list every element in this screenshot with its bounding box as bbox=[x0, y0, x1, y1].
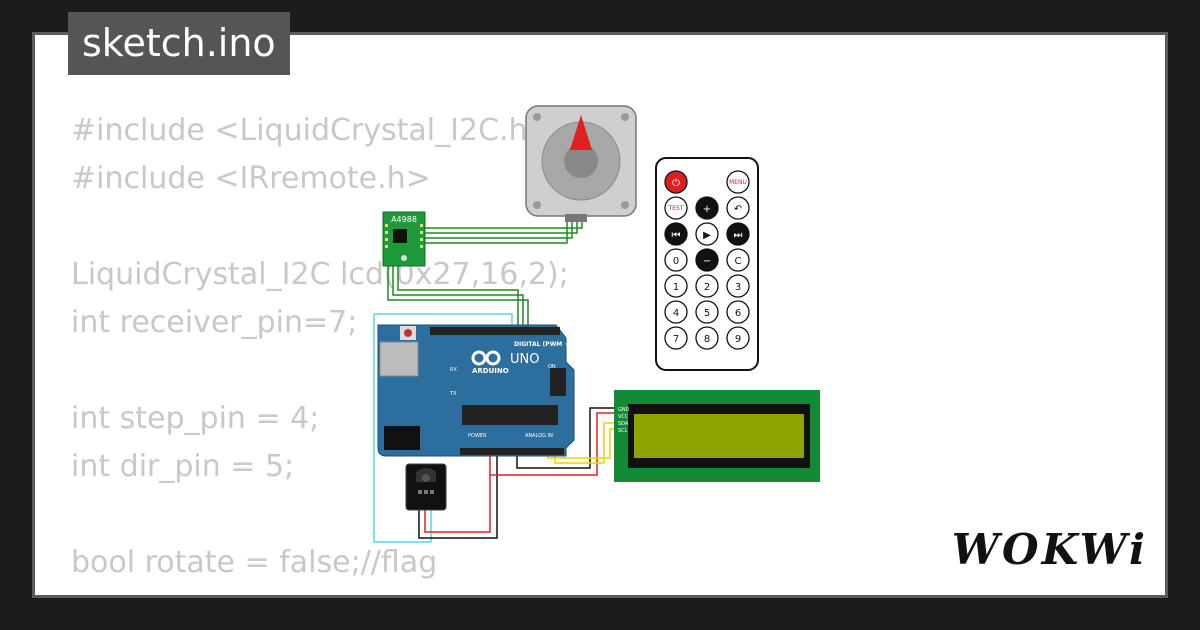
remote-button-test[interactable] bbox=[664, 196, 688, 220]
remote-button--[interactable] bbox=[695, 248, 719, 272]
remote-button-label: + bbox=[703, 204, 711, 215]
remote-button-label: TEST bbox=[668, 205, 684, 212]
remote-button-label: 6 bbox=[735, 308, 741, 319]
remote-button-0[interactable] bbox=[664, 248, 688, 272]
power-jack bbox=[384, 426, 420, 450]
remote-button-label: 9 bbox=[735, 334, 741, 345]
lcd-pin-scl: SCL bbox=[618, 428, 628, 434]
remote-button-2[interactable] bbox=[695, 274, 719, 298]
reset-button[interactable] bbox=[404, 329, 412, 337]
remote-button-back[interactable] bbox=[726, 196, 750, 220]
rx-label: RX bbox=[450, 367, 457, 373]
power-label: POWER bbox=[468, 433, 487, 439]
stepper-motor[interactable] bbox=[525, 105, 637, 222]
lcd-display[interactable]: GND VCC SDA SCL bbox=[614, 390, 820, 482]
remote-button-menu[interactable] bbox=[726, 170, 750, 194]
remote-button-power[interactable] bbox=[664, 170, 688, 194]
remote-button-prev[interactable] bbox=[664, 222, 688, 246]
arduino-uno[interactable]: DIGITAL (PWM ~) UNO ARDUINO ON TX RX POW… bbox=[377, 324, 575, 457]
remote-button-label: ▶ bbox=[703, 230, 711, 241]
remote-button-+[interactable] bbox=[695, 196, 719, 220]
wokwi-logo: WOKWi bbox=[951, 525, 1148, 574]
remote-button-label: ⏻ bbox=[672, 178, 680, 189]
remote-button-label: 0 bbox=[673, 256, 679, 267]
ir-receiver[interactable] bbox=[405, 463, 447, 511]
remote-button-3[interactable] bbox=[726, 274, 750, 298]
remote-button-7[interactable] bbox=[664, 326, 688, 350]
remote-button-c[interactable] bbox=[726, 248, 750, 272]
remote-button-label: 7 bbox=[673, 334, 679, 345]
code-line: LiquidCrystal_I2C lcd(0x27,16,2); bbox=[71, 257, 569, 292]
remote-button-label: − bbox=[703, 256, 711, 267]
on-label: ON bbox=[548, 364, 556, 370]
remote-button-label: 1 bbox=[673, 282, 679, 293]
remote-button-5[interactable] bbox=[695, 300, 719, 324]
remote-button-label: 2 bbox=[704, 282, 710, 293]
remote-button-8[interactable] bbox=[695, 326, 719, 350]
code-preview: #include <LiquidCrystal_I2C.h> #include <… bbox=[71, 107, 569, 595]
remote-button-label: 5 bbox=[704, 308, 710, 319]
tx-label: TX bbox=[449, 391, 457, 397]
code-line: bool direction = HIGH; bbox=[71, 587, 569, 595]
lcd-pin-gnd: GND bbox=[618, 407, 630, 413]
atmega-chip bbox=[462, 405, 558, 425]
lcd-pin-vcc: VCC bbox=[618, 414, 629, 420]
remote-button-6[interactable] bbox=[726, 300, 750, 324]
remote-button-label: 3 bbox=[735, 282, 741, 293]
code-line: #include <IRremote.h> bbox=[71, 161, 431, 196]
remote-button-label: ⏮ bbox=[672, 230, 681, 241]
remote-button-9[interactable] bbox=[726, 326, 750, 350]
remote-button-label: C bbox=[735, 256, 742, 267]
sketch-title: sketch.ino bbox=[68, 12, 290, 75]
wires bbox=[373, 214, 618, 543]
remote-button-label: 4 bbox=[673, 308, 679, 319]
usb-port bbox=[379, 341, 419, 377]
driver-label: A4988 bbox=[391, 215, 417, 224]
board-brand: ARDUINO bbox=[472, 367, 509, 375]
remote-button-label: 8 bbox=[704, 334, 710, 345]
digital-label: DIGITAL (PWM ~) bbox=[514, 341, 572, 348]
code-line: int receiver_pin=7; bbox=[71, 305, 358, 340]
analog-label: ANALOG IN bbox=[525, 433, 553, 439]
a4988-driver[interactable]: A4988 bbox=[382, 211, 426, 267]
code-line: #include <LiquidCrystal_I2C.h> bbox=[71, 113, 553, 148]
remote-button-1[interactable] bbox=[664, 274, 688, 298]
code-line: bool rotate = false;//flag bbox=[71, 545, 438, 580]
code-line: int dir_pin = 5; bbox=[71, 449, 295, 484]
remote-button-4[interactable] bbox=[664, 300, 688, 324]
remote-button-label: ↶ bbox=[734, 204, 742, 215]
remote-button-play[interactable] bbox=[695, 222, 719, 246]
remote-button-label: MENU bbox=[729, 179, 747, 186]
board-model: UNO bbox=[510, 352, 539, 367]
motor-pointer-icon bbox=[570, 115, 592, 150]
code-line: int step_pin = 4; bbox=[71, 401, 320, 436]
lcd-pin-sda: SDA bbox=[618, 421, 629, 427]
arduino-logo-icon bbox=[471, 350, 501, 366]
remote-button-label: ⏭ bbox=[734, 230, 743, 241]
ir-remote[interactable]: ⏻ MENU TEST + ↶ ⏮ ▶ ⏭ 0 − C 1 2 3 4 5 6 7 8 9 bbox=[655, 157, 759, 371]
remote-button-next[interactable] bbox=[726, 222, 750, 246]
